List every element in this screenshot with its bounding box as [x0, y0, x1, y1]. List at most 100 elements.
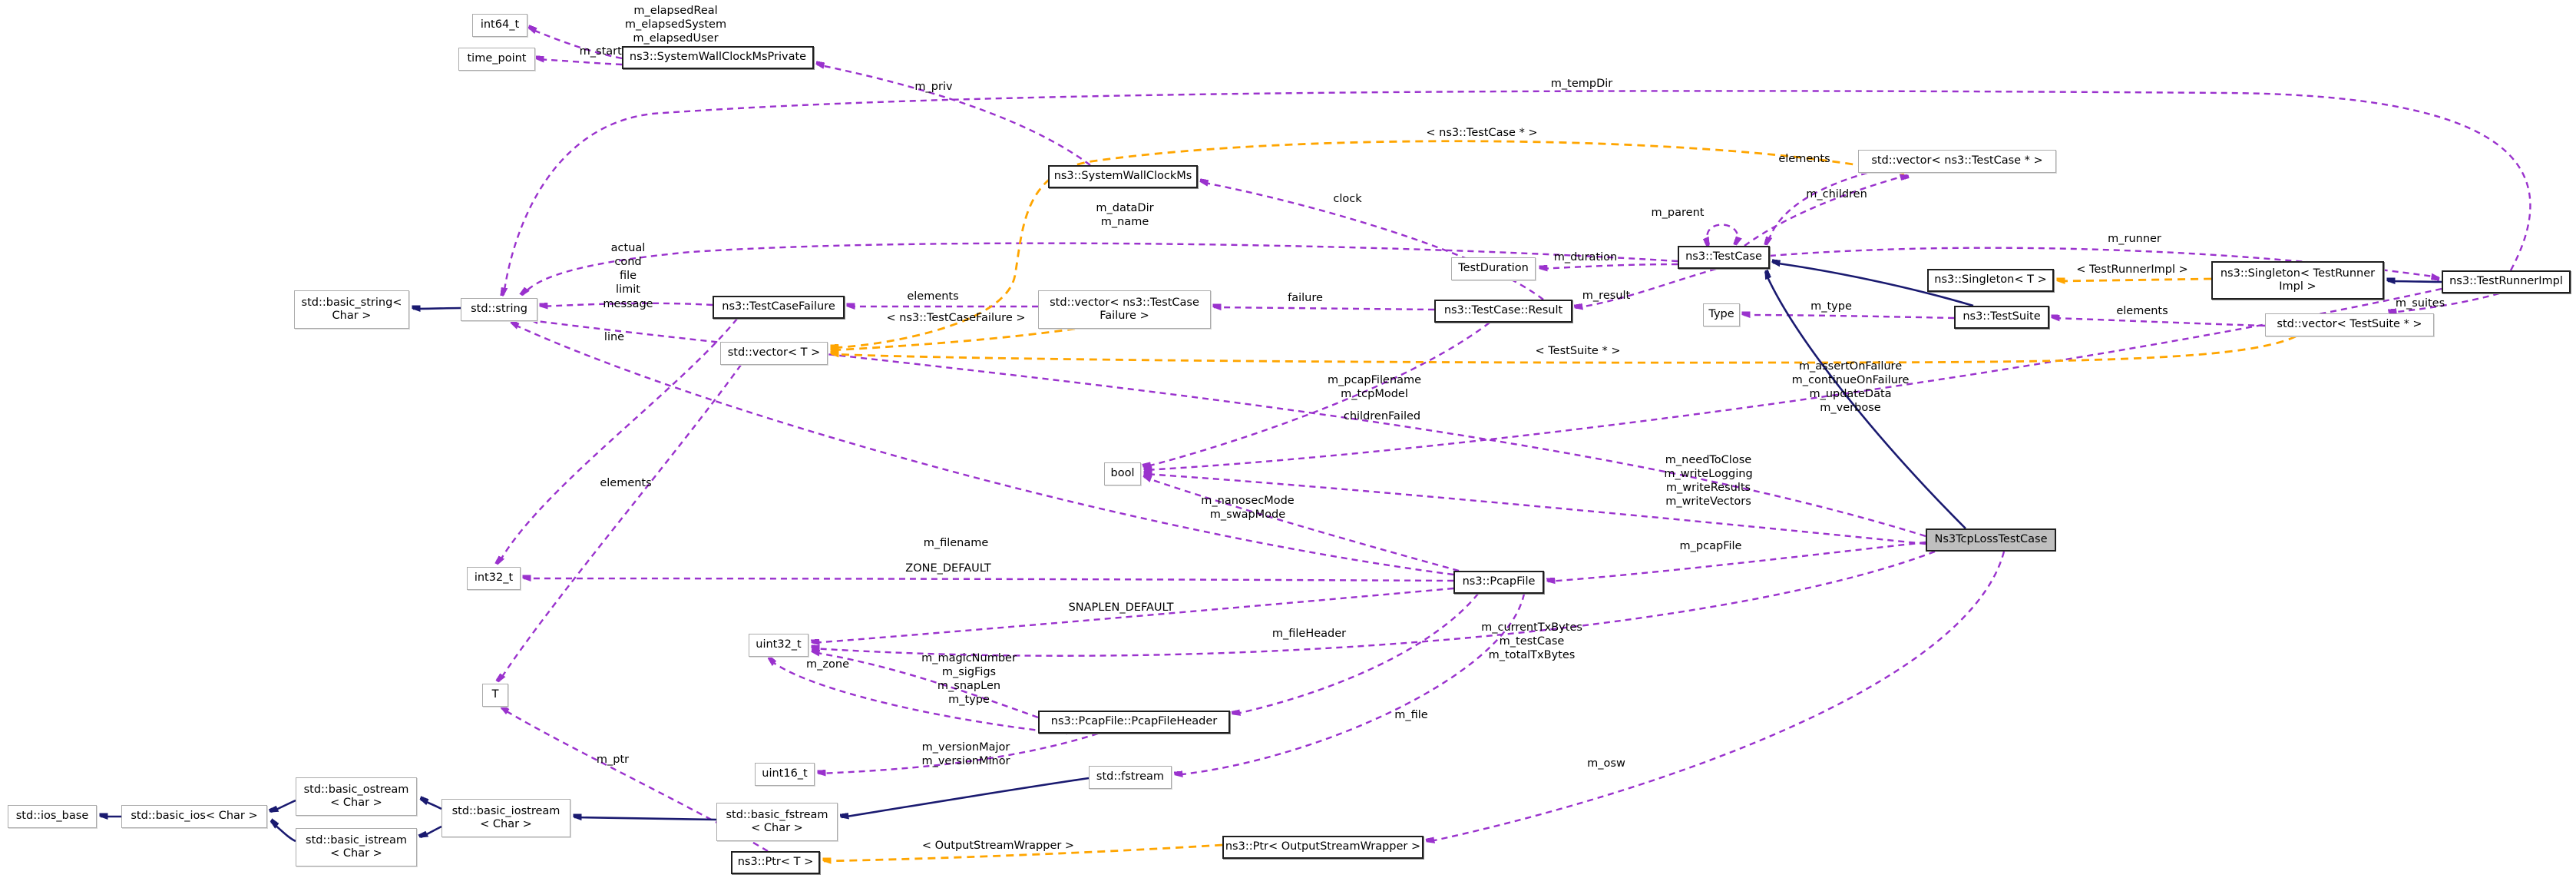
node-ns3-singleton-t[interactable]: ns3::Singleton< T > — [1927, 269, 2054, 292]
edge-needtoclose-group — [1145, 474, 1926, 545]
node-std-vector-t[interactable]: std::vector< T > — [720, 342, 828, 365]
edge-label-version-group: m_versionMajor m_versionMinor — [921, 741, 1010, 768]
edge-m-zone — [769, 659, 1068, 735]
edge-m-type — [1743, 315, 1955, 320]
edge-label-m-result: m_result — [1582, 290, 1631, 302]
edge-m-starttime — [537, 59, 623, 66]
edge-label-clock: clock — [1333, 193, 1362, 205]
edge-label-needtoclose-group: m_needToClose m_writeLogging m_writeResu… — [1664, 454, 1753, 509]
edge-m-file — [1176, 593, 1526, 775]
edge-trimpl-singleton — [2388, 281, 2442, 282]
edge-tpl-outputstreamwrapper — [824, 843, 1223, 861]
edge-label-childrenfailed: childrenFailed — [1343, 410, 1421, 422]
edge-m-children — [1744, 175, 1907, 247]
edge-ns3tcp-testcase — [1764, 272, 1966, 529]
edge-string-basicstring — [413, 308, 461, 309]
edge-ostream-basicios — [271, 799, 296, 813]
edge-clock — [1201, 182, 1544, 300]
node-ns3-testrunnerimpl[interactable]: ns3::TestRunnerImpl — [2442, 270, 2571, 293]
edge-label-m-suites: m_suites — [2395, 297, 2445, 310]
edge-tpl-testrunnerimpl — [2058, 279, 2212, 281]
node-std-fstream[interactable]: std::fstream — [1089, 766, 1172, 789]
node-type[interactable]: Type — [1703, 303, 1740, 326]
edge-m-filename — [511, 323, 1454, 576]
node-std-basic-ostream[interactable]: std::basic_ostream < Char > — [296, 777, 417, 816]
edge-label-m-osw: m_osw — [1587, 757, 1625, 770]
edge-label-tpl-testsuiteptr: < TestSuite * > — [1535, 345, 1621, 357]
edge-m-suites — [2389, 292, 2500, 313]
edge-m-fileheader — [1233, 593, 1479, 714]
node-ns3-pcapfile-pcapfileheader[interactable]: ns3::PcapFile::PcapFileHeader — [1038, 711, 1230, 734]
edge-elements-testcase — [1767, 171, 1868, 244]
edge-line — [498, 318, 738, 564]
edge-label-failure-strings: actual cond file limit message — [603, 242, 653, 310]
node-std-basic-ios[interactable]: std::basic_ios< Char > — [121, 805, 267, 828]
edge-label-elements-testcasefailure: elements — [907, 290, 959, 303]
node-ns3-ptr-t[interactable]: ns3::Ptr< T > — [731, 851, 820, 874]
edge-txbytes-group — [812, 550, 1936, 657]
edge-label-zone-default: ZONE_DEFAULT — [905, 562, 991, 575]
edge-label-m-ptr: m_ptr — [596, 754, 630, 766]
edge-label-txbytes-group: m_currentTxBytes m_testCase m_totalTxByt… — [1481, 621, 1582, 662]
edge-label-m-children: m_children — [1806, 188, 1867, 200]
node-ns3-ptr-outputstreamwrapper[interactable]: ns3::Ptr< OutputStreamWrapper > — [1222, 836, 1424, 859]
edge-label-elements-testcase: elements — [1778, 153, 1830, 165]
node-ns3-testcasefailure[interactable]: ns3::TestCaseFailure — [713, 296, 845, 319]
edge-label-m-priv: m_priv — [914, 81, 953, 93]
node-std-string[interactable]: std::string — [461, 298, 537, 321]
edge-label-failure: failure — [1288, 292, 1323, 304]
node-time-point[interactable]: time_point — [458, 48, 535, 71]
edge-label-tpl-outputstreamwrapper: < OutputStreamWrapper > — [921, 840, 1075, 852]
edge-m-parent — [1707, 224, 1738, 245]
node-ns3-systemwallclockms[interactable]: ns3::SystemWallClockMs — [1048, 165, 1198, 188]
edge-label-magic-group: m_magicNumber m_sigFigs m_snapLen m_type — [921, 652, 1017, 707]
edge-elements-vectort — [499, 364, 742, 681]
edge-label-m-duration: m_duration — [1553, 251, 1618, 263]
edge-istream-basicios — [271, 822, 296, 843]
edge-m-elapsed — [529, 28, 623, 60]
edge-label-m-elapsed: m_elapsedReal m_elapsedSystem m_elapsedU… — [624, 5, 727, 45]
node-std-basic-iostream[interactable]: std::basic_iostream < Char > — [441, 799, 570, 837]
node-std-vector-ns3-testcase-ptr[interactable]: std::vector< ns3::TestCase * > — [1858, 150, 2056, 173]
edge-label-snaplen-default: SNAPLEN_DEFAULT — [1068, 601, 1174, 614]
node-std-vector-testsuite-ptr[interactable]: std::vector< TestSuite * > — [2265, 313, 2434, 336]
node-int32-t[interactable]: int32_t — [467, 567, 521, 590]
edge-iostream-istream — [421, 825, 442, 837]
edge-label-tpl-testcasefailure: < ns3::TestCaseFailure > — [886, 312, 1026, 324]
node-ns3-singleton-testrunnerimpl[interactable]: ns3::Singleton< TestRunner Impl > — [2211, 261, 2384, 300]
edge-m-runner — [1769, 247, 2439, 277]
edge-label-m-pcapfilename: m_pcapFilename m_tcpModel — [1327, 374, 1422, 401]
edge-tpl-testcasefailure — [832, 327, 1076, 350]
node-std-vector-ns3-testcasefailure[interactable]: std::vector< ns3::TestCase Failure > — [1038, 290, 1211, 329]
edge-label-m-pcapfile: m_pcapFile — [1679, 540, 1742, 552]
node-ns3-systemwallclockmsprivate[interactable]: ns3::SystemWallClockMsPrivate — [622, 46, 814, 69]
edge-m-tempdir — [504, 90, 2531, 295]
node-t[interactable]: T — [482, 684, 508, 707]
node-std-ios-base[interactable]: std::ios_base — [8, 805, 97, 828]
edge-nanosec-group — [1144, 477, 1460, 572]
node-ns3-testcase[interactable]: ns3::TestCase — [1678, 246, 1770, 269]
edge-label-m-filename: m_filename — [923, 537, 989, 549]
edge-m-osw — [1427, 551, 2006, 842]
node-ns3tcplosstestcase[interactable]: Ns3TcpLossTestCase — [1926, 528, 2056, 552]
edge-label-nanosec-group: m_nanosecMode m_swapMode — [1201, 495, 1295, 522]
node-ns3-testsuite[interactable]: ns3::TestSuite — [1954, 306, 2049, 329]
node-ns3-pcapfile[interactable]: ns3::PcapFile — [1453, 571, 1544, 594]
edge-version-group — [818, 732, 1099, 774]
edge-elements-testsuite — [2052, 318, 2266, 327]
node-uint32-t[interactable]: uint32_t — [749, 634, 809, 657]
node-std-basic-istream[interactable]: std::basic_istream < Char > — [296, 828, 417, 866]
node-std-basic-fstream[interactable]: std::basic_fstream < Char > — [716, 803, 838, 841]
node-uint16-t[interactable]: uint16_t — [755, 763, 815, 786]
edge-label-m-type: m_type — [1810, 300, 1852, 313]
node-testduration[interactable]: TestDuration — [1451, 257, 1536, 280]
node-ns3-testcase-result[interactable]: ns3::TestCase::Result — [1434, 300, 1572, 323]
node-std-basic-string[interactable]: std::basic_string< Char > — [294, 290, 409, 329]
node-int64-t[interactable]: int64_t — [472, 14, 527, 37]
edge-m-pcapfile — [1548, 541, 1926, 581]
node-bool[interactable]: bool — [1104, 462, 1141, 485]
edge-tpl-testsuiteptr — [832, 335, 2297, 364]
edge-label-m-parent: m_parent — [1651, 207, 1705, 219]
